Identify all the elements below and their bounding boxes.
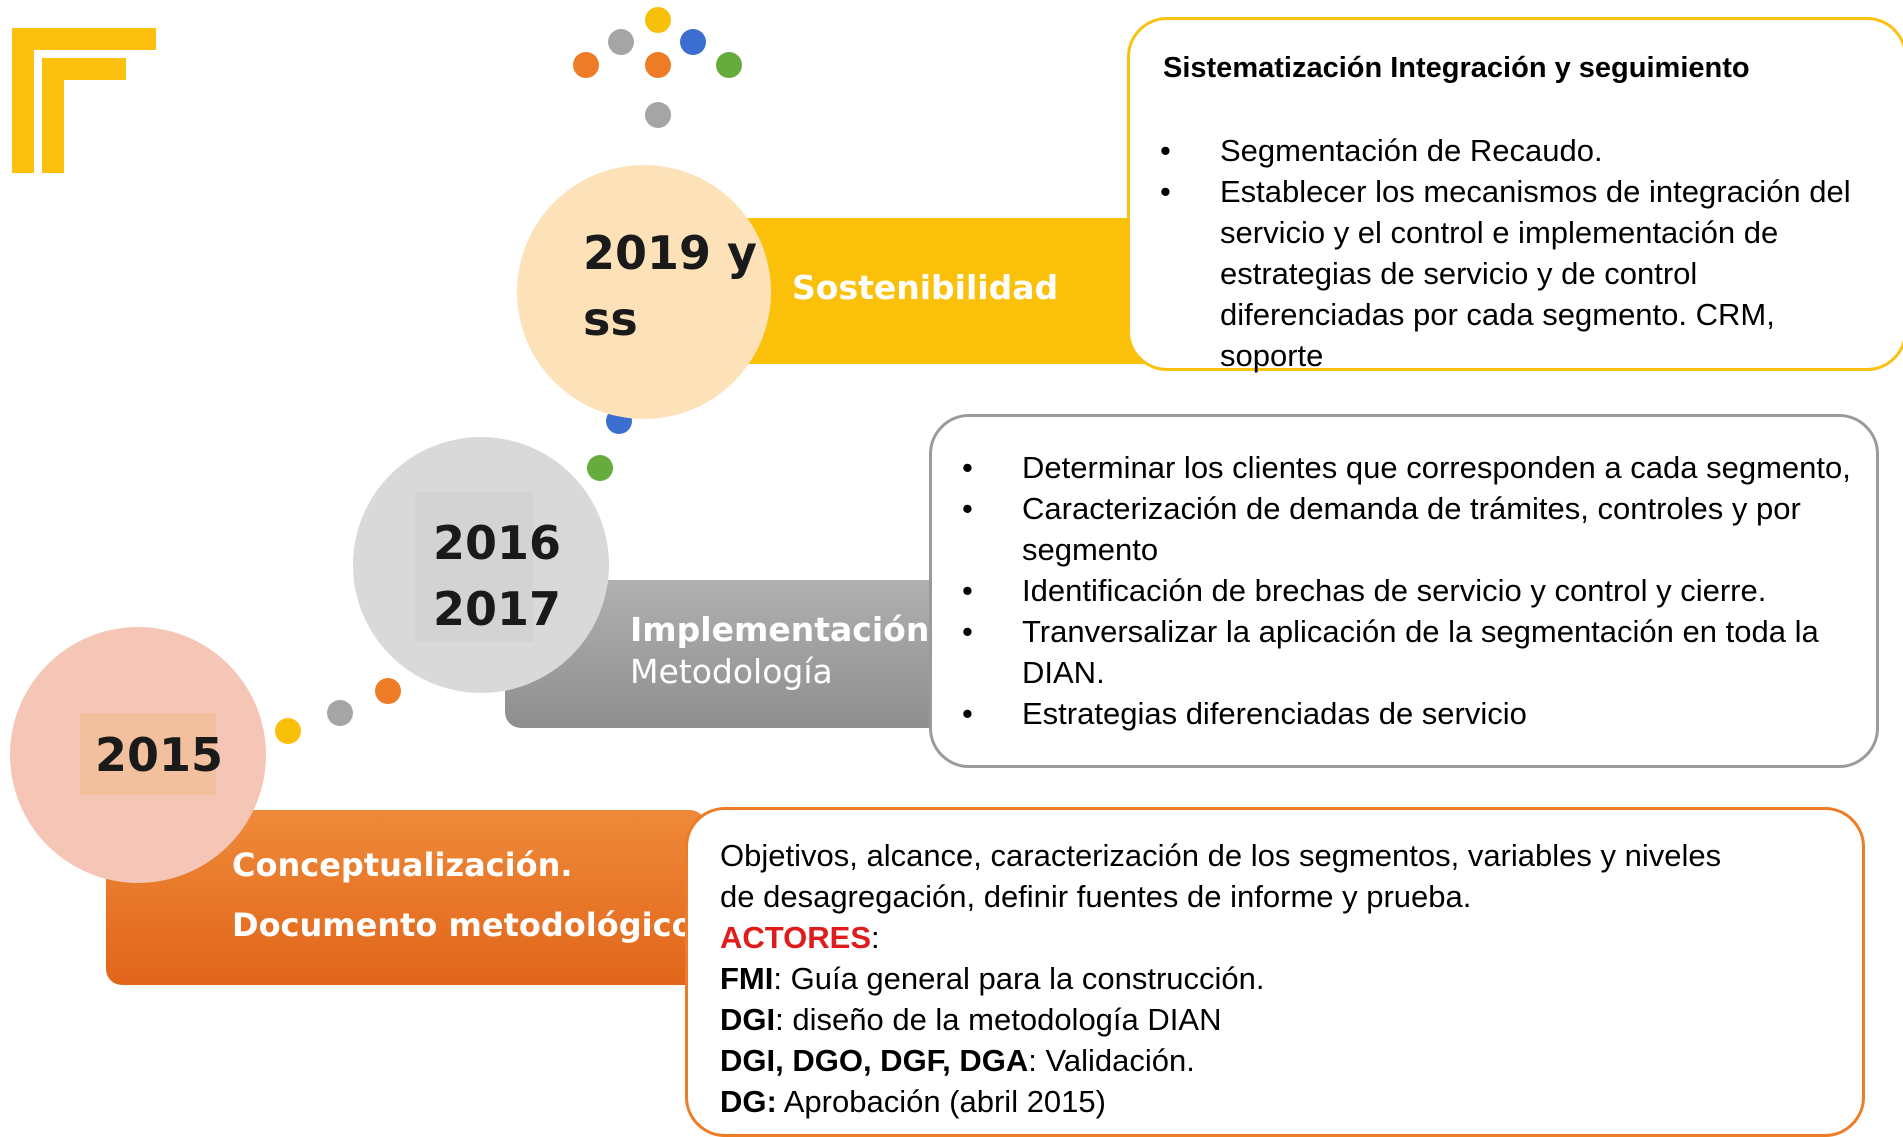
intro-line: Objetivos, alcance, caracterización de l… [720, 838, 1722, 873]
list-item: Determinar los clientes que corresponden… [962, 447, 1852, 488]
actor-line: FMI: Guía general para la construcción. [720, 961, 1265, 996]
stage-label-2015: Conceptualización. [232, 846, 573, 884]
list-item: Estrategias diferenciadas de servicio [962, 693, 1852, 734]
dot [680, 29, 706, 55]
stage-details-2015: Objetivos, alcance, caracterización de l… [685, 807, 1865, 1137]
dot [645, 7, 671, 33]
year-label-2015: 2015 [95, 728, 224, 782]
dot [275, 718, 301, 744]
actor-line: DGI, DGO, DGF, DGA: Validación. [720, 1043, 1195, 1078]
dot [327, 700, 353, 726]
bullet-list-2019: Segmentación de Recaudo. Establecer los … [1160, 130, 1880, 376]
stage-details-2019: Sistematización Integración y seguimient… [1127, 17, 1903, 373]
year-label-2019: 2019 y ss [583, 226, 758, 346]
stage-sublabel-2015: Documento metodológico [232, 906, 694, 944]
stage-label-2019: Sostenibilidad [792, 268, 1059, 307]
year-label-2016: 2016 2017 [433, 516, 562, 636]
list-item: Identificación de brechas de servicio y … [962, 570, 1852, 611]
dot [587, 455, 613, 481]
list-item: Caracterización de demanda de trámites, … [962, 488, 1852, 570]
actors-heading: ACTORES: [720, 920, 880, 955]
list-item: Segmentación de Recaudo. [1160, 130, 1880, 171]
year-box-2016 [415, 492, 533, 642]
stage-details-2016: Determinar los clientes que corresponden… [929, 414, 1879, 768]
year-box-2015 [80, 713, 216, 795]
dot [645, 102, 671, 128]
dot [645, 52, 671, 78]
actor-line: DGI: diseño de la metodología DIAN [720, 1002, 1222, 1037]
list-item: Tranversalizar la aplicación de la segme… [962, 611, 1852, 693]
list-item: Establecer los mecanismos de integración… [1160, 171, 1880, 376]
stage-title-2019: Sistematización Integración y seguimient… [1163, 52, 1750, 84]
dot [573, 52, 599, 78]
actor-line: DG: Aprobación (abril 2015) [720, 1084, 1106, 1119]
bullet-list-2016: Determinar los clientes que corresponden… [962, 447, 1852, 734]
dot [375, 678, 401, 704]
intro-line: de desagregación, definir fuentes de inf… [720, 879, 1472, 914]
year-circle-2019 [517, 165, 771, 419]
dot [716, 52, 742, 78]
logo [0, 0, 160, 175]
dot [608, 29, 634, 55]
stage-label-2016: Implementación [630, 610, 930, 649]
stage-sublabel-2016: Metodología [630, 652, 833, 691]
